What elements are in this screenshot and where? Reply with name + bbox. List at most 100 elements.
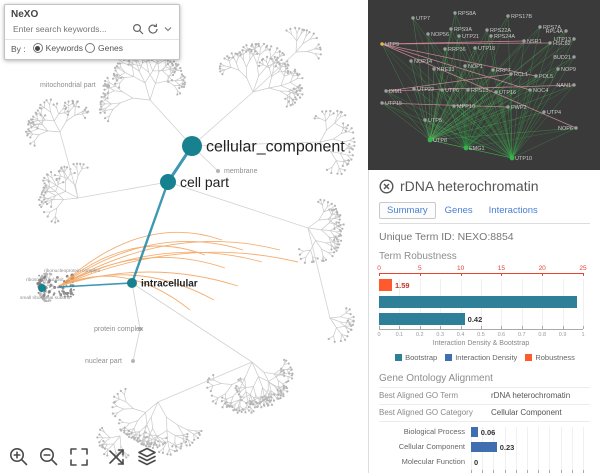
network-node-PWP2[interactable] bbox=[506, 105, 510, 109]
chevron-down-icon[interactable] bbox=[160, 22, 175, 36]
search-input[interactable] bbox=[11, 23, 130, 35]
network-node-UTP21[interactable] bbox=[457, 34, 461, 38]
bar-bootstrap bbox=[379, 296, 577, 308]
network-node-NAN1[interactable] bbox=[572, 83, 576, 87]
network-node-label: RRP7 bbox=[496, 68, 511, 74]
ontology-node-intracellular[interactable] bbox=[127, 278, 137, 288]
network-node-UTP15[interactable] bbox=[380, 101, 384, 105]
by-label: By : bbox=[11, 44, 26, 54]
network-node-label: UTP10 bbox=[515, 156, 532, 162]
close-button[interactable] bbox=[379, 178, 394, 194]
network-node-RPS17B[interactable] bbox=[506, 14, 510, 18]
network-node-NOC4[interactable] bbox=[528, 88, 532, 92]
network-node-NOP14[interactable] bbox=[409, 59, 413, 63]
network-node-label: NSR1 bbox=[527, 39, 542, 45]
radio-icon[interactable] bbox=[84, 43, 95, 53]
network-node-RPS7A[interactable] bbox=[538, 25, 542, 29]
legend-item: Interaction Density bbox=[445, 353, 517, 362]
network-node-UTP4[interactable] bbox=[542, 110, 546, 114]
network-node-NSR1[interactable] bbox=[522, 39, 526, 43]
ontology-node-cellular_component[interactable] bbox=[182, 136, 202, 156]
go-chart-category: Molecular Function bbox=[401, 457, 465, 466]
network-node-KRE33[interactable] bbox=[432, 67, 436, 71]
radio-genes[interactable]: Genes bbox=[84, 43, 123, 53]
network-node-UTP22[interactable] bbox=[412, 87, 416, 91]
ontology-node-cell-part[interactable] bbox=[160, 174, 176, 190]
network-node-UTP16[interactable] bbox=[494, 90, 498, 94]
network-node-UTP10[interactable] bbox=[509, 155, 515, 161]
zoom-out-button[interactable] bbox=[38, 446, 60, 468]
network-node-label: RPL4A bbox=[546, 29, 564, 35]
network-node-HSC82[interactable] bbox=[548, 41, 552, 45]
network-node-DIM1[interactable] bbox=[384, 89, 388, 93]
network-node-UTP5[interactable] bbox=[423, 118, 427, 122]
search-icon[interactable] bbox=[130, 22, 145, 36]
bar-interaction-density bbox=[379, 313, 465, 325]
ontology-node-title: cellular_component bbox=[206, 139, 345, 156]
network-node-RPS9A[interactable] bbox=[449, 27, 453, 31]
network-node-POL5[interactable] bbox=[534, 74, 538, 78]
layers-button[interactable] bbox=[136, 446, 158, 468]
network-node-label: UTP9 bbox=[385, 42, 399, 48]
network-node-RPS24A[interactable] bbox=[489, 34, 493, 38]
network-node-RRP7[interactable] bbox=[491, 68, 495, 72]
radio-keywords[interactable]: Keywords bbox=[32, 43, 83, 53]
network-node-RCL1[interactable] bbox=[509, 72, 513, 76]
network-node-label: RPS22A bbox=[490, 28, 511, 34]
go-chart-category: Biological Process bbox=[403, 427, 465, 436]
network-node-UTP6[interactable] bbox=[440, 88, 444, 92]
bar-biological-process bbox=[471, 427, 478, 437]
fit-to-screen-button[interactable] bbox=[68, 446, 90, 468]
tab-interactions[interactable]: Interactions bbox=[488, 205, 538, 216]
network-node-RPS22A[interactable] bbox=[485, 28, 489, 32]
network-node-label: UTP15 bbox=[385, 101, 402, 107]
shuffle-layout-button[interactable] bbox=[106, 446, 128, 468]
zoom-in-button[interactable] bbox=[8, 446, 30, 468]
section-term-robustness: Term Robustness bbox=[379, 251, 457, 262]
network-node-label: UTP13 bbox=[554, 37, 571, 43]
tab-summary[interactable]: Summary bbox=[379, 202, 436, 219]
network-node-UTP9[interactable] bbox=[380, 42, 384, 46]
network-node-UTP13[interactable] bbox=[572, 37, 576, 41]
ontology-term-label: ribosomal subunit bbox=[26, 277, 64, 283]
radio-icon[interactable] bbox=[32, 43, 43, 53]
reset-icon[interactable] bbox=[145, 22, 160, 36]
network-node-label: NOP56 bbox=[431, 32, 449, 38]
network-node-NOP9[interactable] bbox=[556, 67, 560, 71]
network-node-label: UTP22 bbox=[417, 87, 434, 93]
network-node-RPS13[interactable] bbox=[466, 88, 470, 92]
ontology-term-label: protein complex bbox=[94, 326, 144, 333]
network-node-RRP36[interactable] bbox=[443, 47, 447, 51]
network-node-label: NOC4 bbox=[533, 88, 548, 94]
network-node-BUD21[interactable] bbox=[572, 55, 576, 59]
network-node-RPS8A[interactable] bbox=[453, 11, 457, 15]
legend-item: Robustness bbox=[525, 353, 575, 362]
ontology-term-label: small ribosomal subunit bbox=[20, 295, 71, 301]
network-node-UTP18[interactable] bbox=[473, 46, 477, 50]
network-node-NOP1[interactable] bbox=[463, 64, 467, 68]
network-node-EMG1[interactable] bbox=[463, 145, 469, 151]
network-node-label: NOP9 bbox=[561, 67, 576, 73]
network-node-NOP56[interactable] bbox=[426, 32, 430, 36]
network-node-label: UTP8 bbox=[433, 138, 447, 144]
network-node-label: UTP21 bbox=[462, 34, 479, 40]
network-node-label: UTP16 bbox=[499, 90, 516, 96]
ontology-term-label: mitochondrial part bbox=[40, 82, 96, 89]
network-node-label: NOP1 bbox=[468, 64, 483, 70]
network-node-UTP7[interactable] bbox=[411, 16, 415, 20]
network-node-label: DIM1 bbox=[389, 89, 402, 95]
network-node-RPL4A[interactable] bbox=[564, 29, 568, 33]
network-node-label: RPS24A bbox=[494, 34, 515, 40]
network-node-UTP8[interactable] bbox=[427, 137, 433, 143]
tab-genes[interactable]: Genes bbox=[444, 205, 473, 216]
network-node-NOP6[interactable] bbox=[574, 126, 578, 130]
network-node-MPP10[interactable] bbox=[452, 104, 456, 108]
network-node-label: BUD21 bbox=[553, 55, 571, 61]
